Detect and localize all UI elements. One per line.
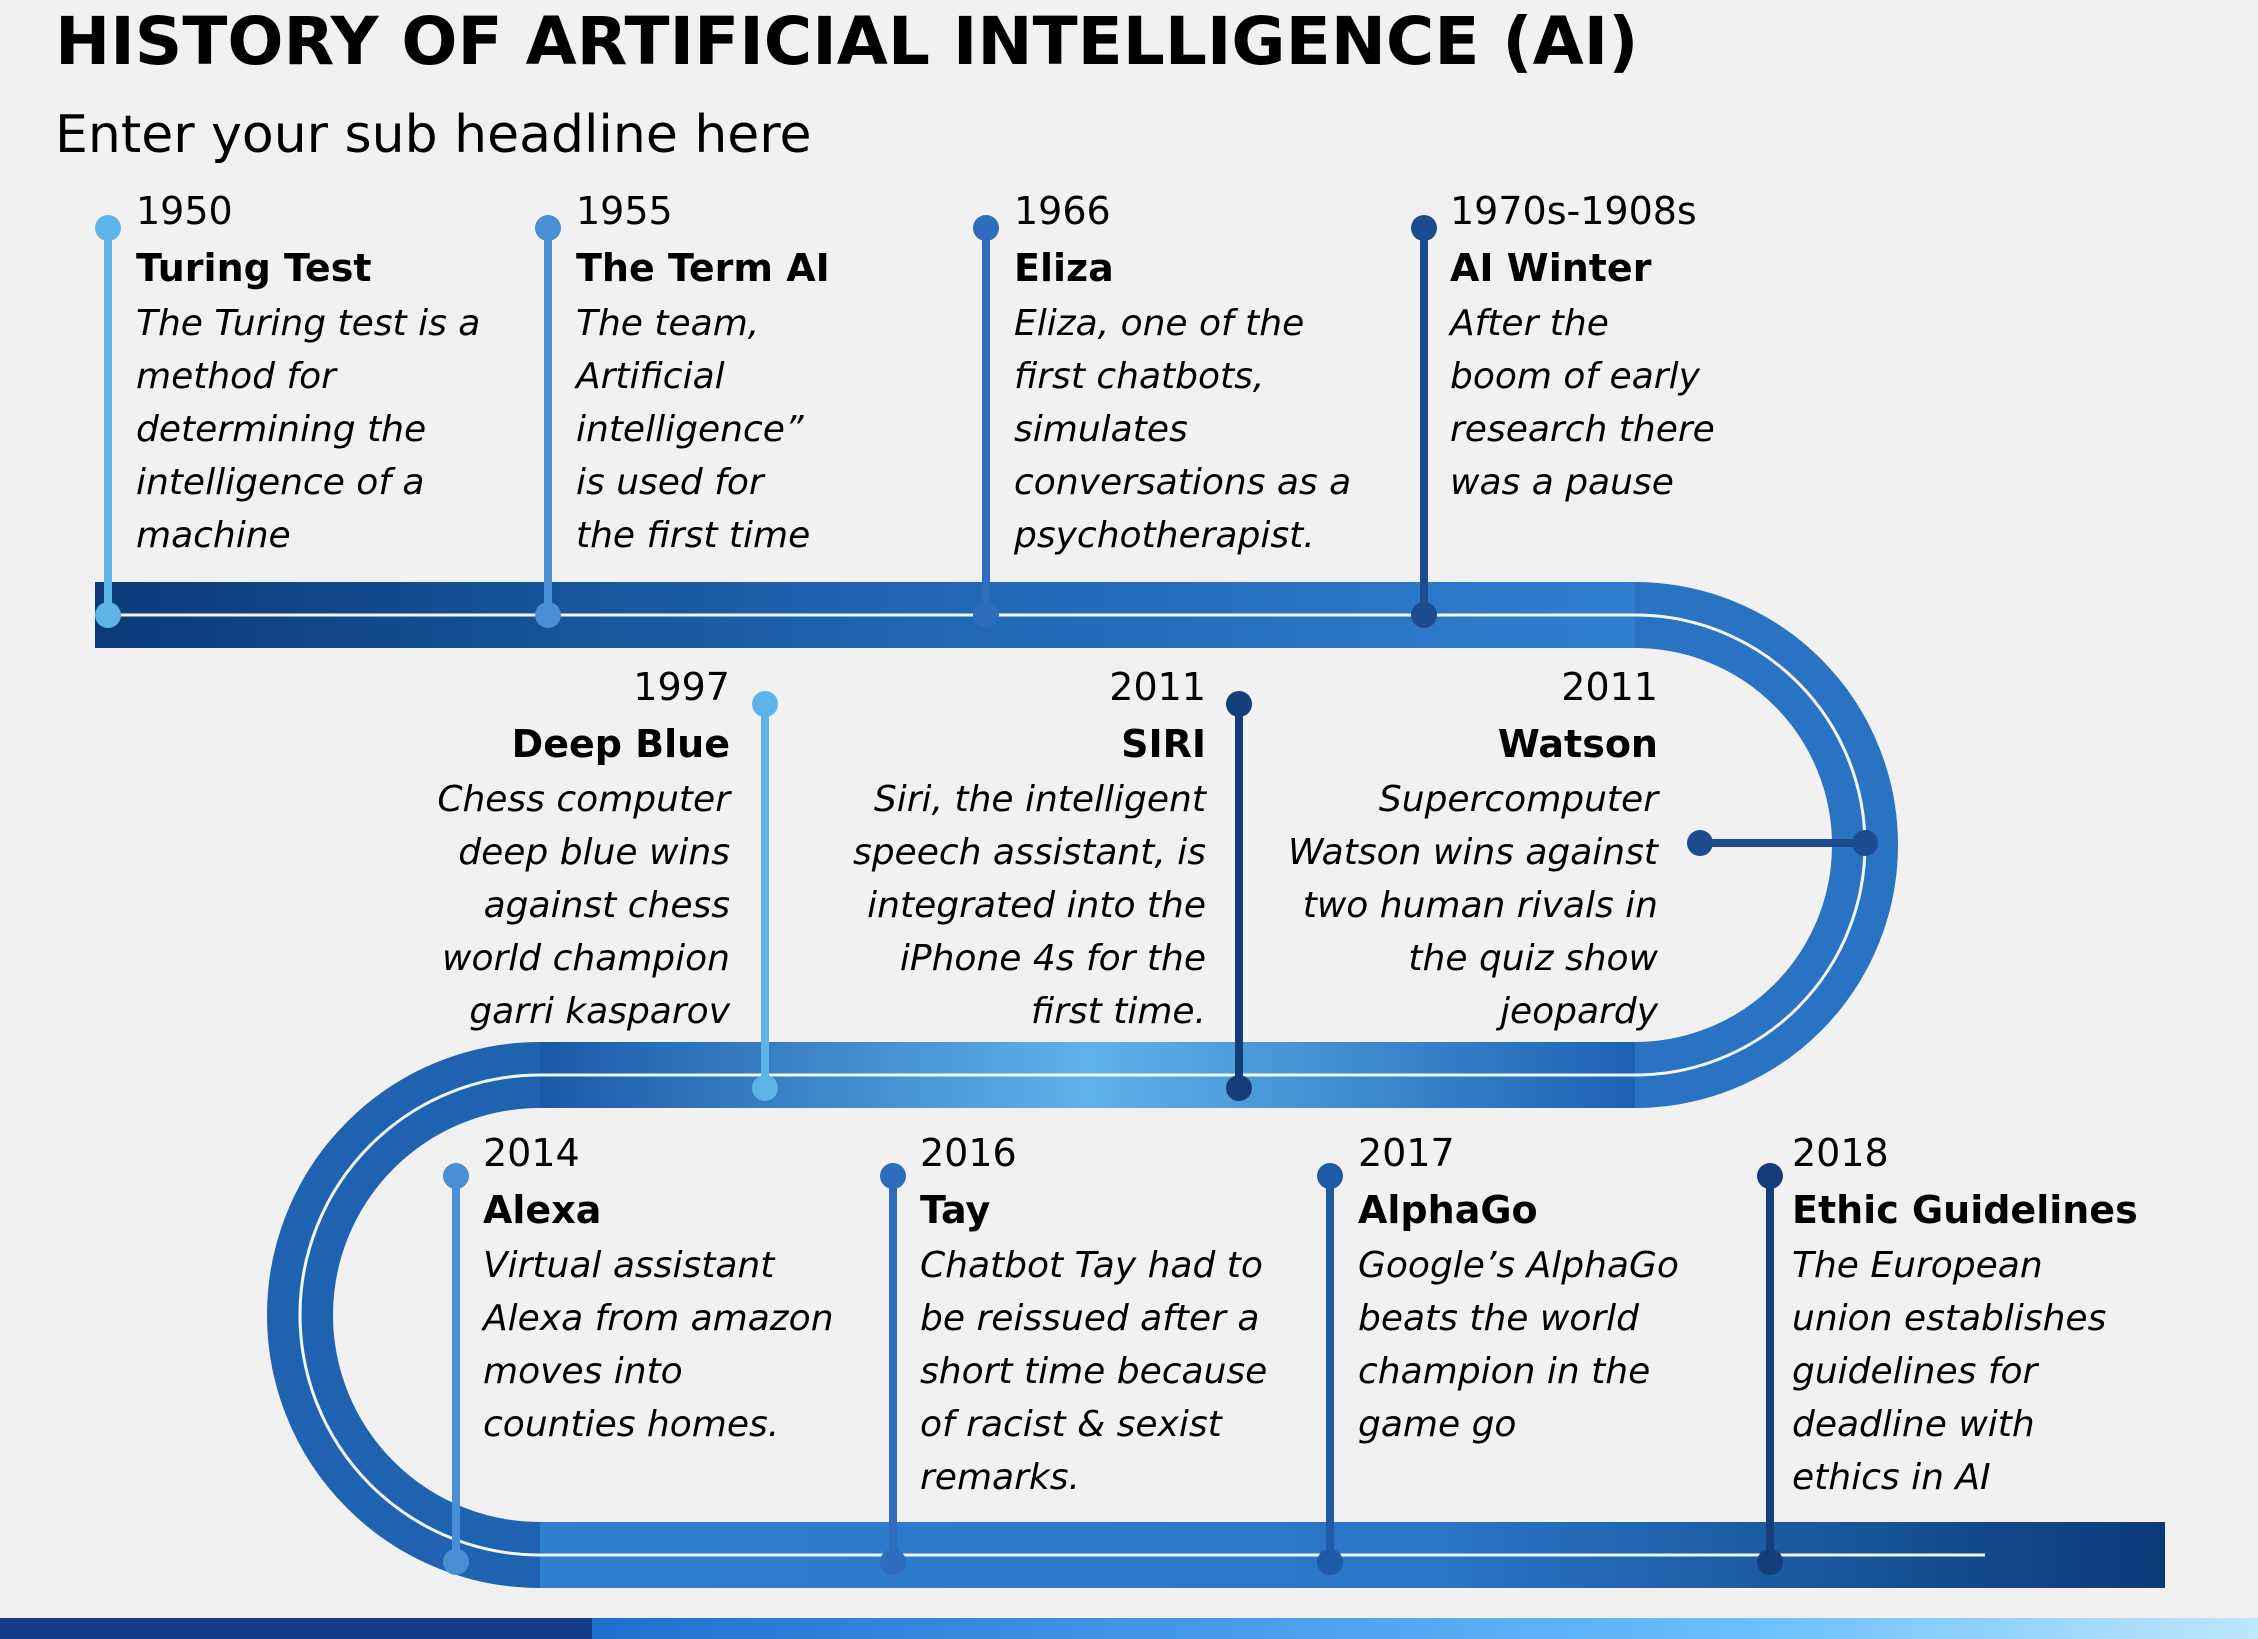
event-title: AlphaGo (1358, 1188, 1538, 1232)
dot-top-2017 (1317, 1163, 1343, 1189)
event-title: Ethic Guidelines (1792, 1188, 2138, 1232)
dot-top-2018 (1757, 1163, 1783, 1189)
dot-bottom-1970s (1411, 602, 1437, 628)
dot-top-2016 (880, 1163, 906, 1189)
event-title: Alexa (483, 1188, 602, 1232)
event-year: 2016 (920, 1131, 1017, 1175)
dot-bottom-1955 (535, 602, 561, 628)
event-title: SIRI (1121, 722, 1206, 766)
dot-bottom-2018 (1757, 1549, 1783, 1575)
dot-bottom-1966 (973, 602, 999, 628)
road-center-line (108, 613, 1985, 1557)
page-title: HISTORY OF ARTIFICIAL INTELLIGENCE (AI) (55, 3, 1639, 80)
dot-bottom-1950 (95, 602, 121, 628)
event-title: Eliza (1014, 246, 1114, 290)
dot-bottom-1997 (752, 1075, 778, 1101)
event-year: 2017 (1358, 1131, 1455, 1175)
dot-top-1966 (973, 215, 999, 241)
dot-top-1955 (535, 215, 561, 241)
event-title: Watson (1497, 722, 1658, 766)
bottom-bar-gradient (592, 1618, 2258, 1639)
dot-top-1950 (95, 215, 121, 241)
dot-top-2011-siri (1226, 691, 1252, 717)
page-subtitle: Enter your sub headline here (55, 105, 812, 165)
dot-bottom-2014 (443, 1549, 469, 1575)
dot-left-2011-watson (1687, 830, 1713, 856)
bottom-bar-dark (0, 1618, 592, 1639)
event-year: 2014 (483, 1131, 580, 1175)
dot-top-1997 (752, 691, 778, 717)
event-year: 1966 (1014, 189, 1111, 233)
event-title: The Term AI (576, 246, 830, 290)
dot-top-1970s (1411, 215, 1437, 241)
dot-bottom-2017 (1317, 1549, 1343, 1575)
dot-top-2014 (443, 1163, 469, 1189)
event-year: 1970s-1908s (1450, 189, 1697, 233)
dot-bottom-2016 (880, 1549, 906, 1575)
event-title: Turing Test (136, 246, 372, 290)
event-title: AI Winter (1450, 246, 1652, 290)
event-title: Deep Blue (511, 722, 730, 766)
event-year: 1955 (576, 189, 673, 233)
event-year: 2011 (1561, 665, 1658, 709)
event-title: Tay (920, 1188, 991, 1232)
event-year: 2018 (1792, 1131, 1889, 1175)
event-year: 1950 (136, 189, 233, 233)
event-year: 1997 (633, 665, 730, 709)
dot-right-2011-watson (1852, 830, 1878, 856)
event-year: 2011 (1109, 665, 1206, 709)
bottom-accent-bar (0, 1618, 2258, 1639)
dot-bottom-2011-siri (1226, 1075, 1252, 1101)
